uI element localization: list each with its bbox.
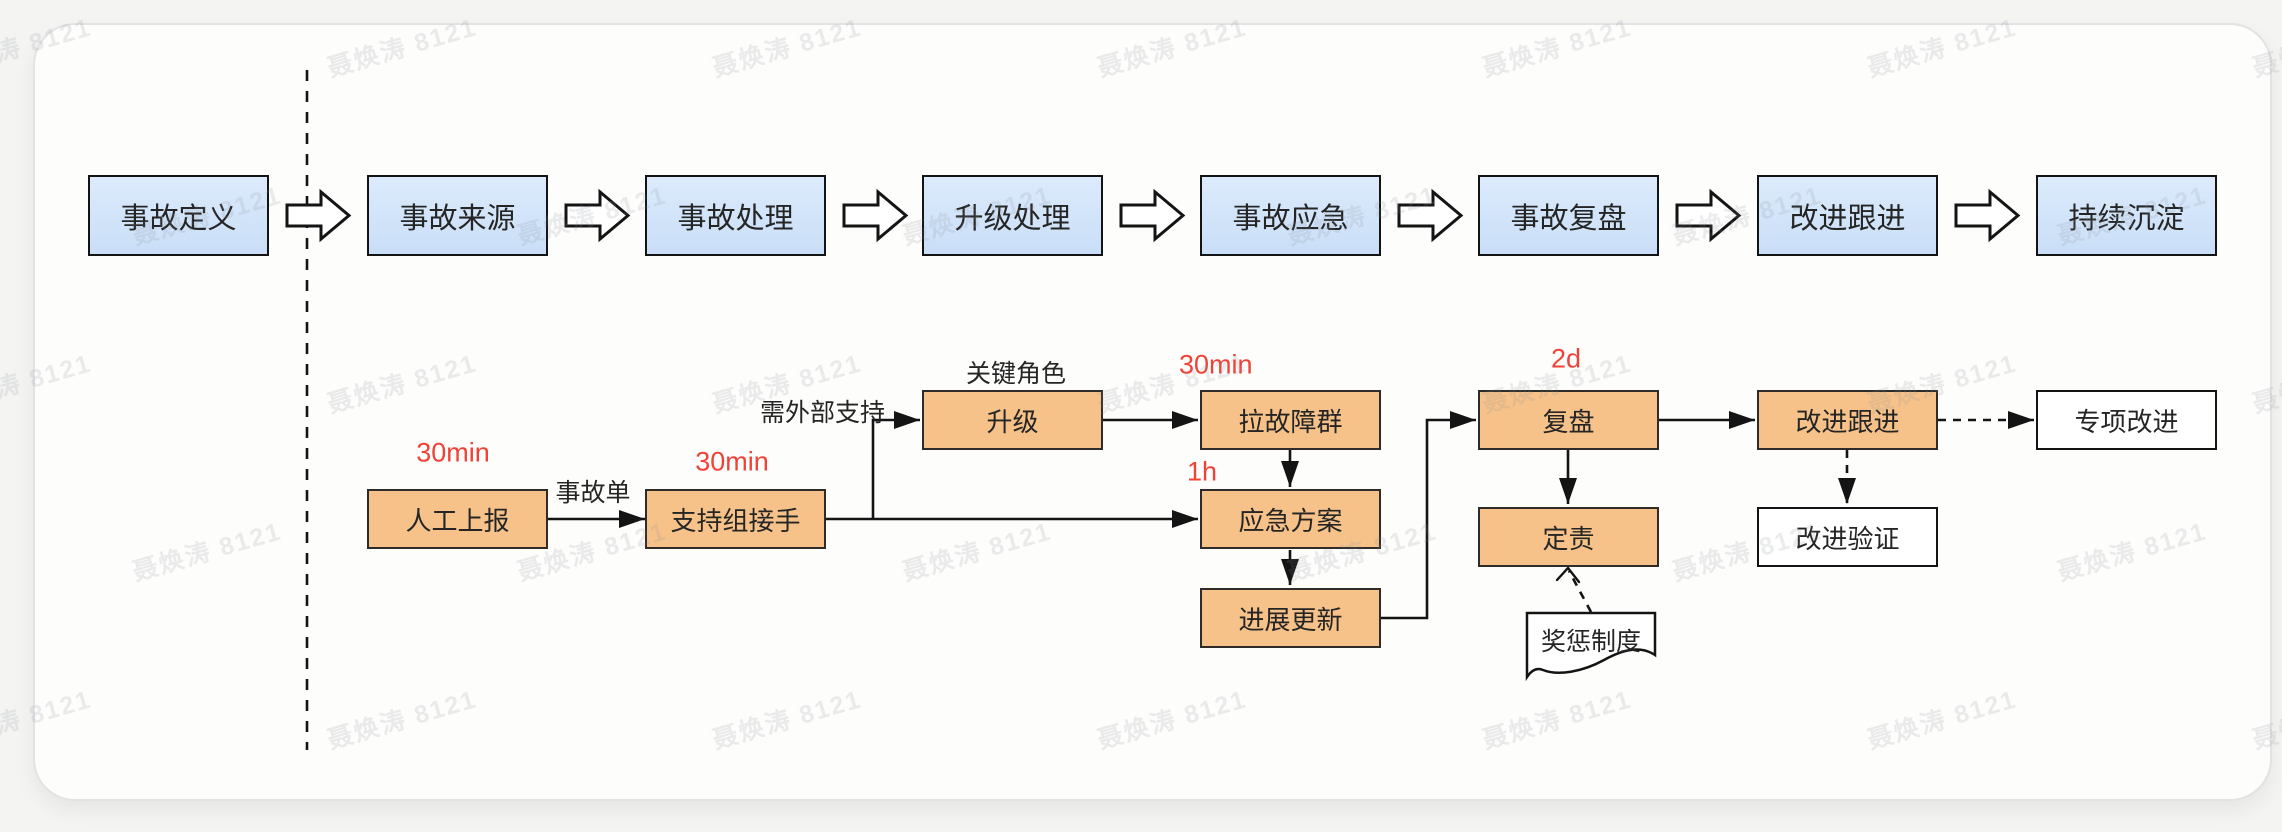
sla-support-takeover: 30min xyxy=(695,446,769,477)
stage-incident-emergency: 事故应急 xyxy=(1200,175,1381,256)
edge-label-key-role: 关键角色 xyxy=(965,360,1067,388)
sla-review: 2d xyxy=(1550,343,1582,374)
stage-incident-review: 事故复盘 xyxy=(1478,175,1659,256)
stage-continuous-accumulation: 持续沉淀 xyxy=(2036,175,2217,256)
edge-label-incident-ticket: 事故单 xyxy=(555,479,631,507)
node-manual-report: 人工上报 xyxy=(367,489,548,549)
node-review: 复盘 xyxy=(1478,390,1659,450)
stage-escalation-handling: 升级处理 xyxy=(922,175,1103,256)
node-progress-update: 进展更新 xyxy=(1200,588,1381,648)
sla-manual-report: 30min xyxy=(416,437,490,468)
node-support-takeover: 支持组接手 xyxy=(645,489,826,549)
node-special-improvement: 专项改进 xyxy=(2036,390,2217,450)
stage-improvement-followup: 改进跟进 xyxy=(1757,175,1938,256)
node-escalate: 升级 xyxy=(922,390,1103,450)
node-improvement-followup: 改进跟进 xyxy=(1757,390,1938,450)
node-create-incident-group: 拉故障群 xyxy=(1200,390,1381,450)
node-improvement-verification: 改进验证 xyxy=(1757,507,1938,567)
node-reward-punishment-policy: 奖惩制度 xyxy=(1540,628,1642,656)
node-assign-responsibility: 定责 xyxy=(1478,507,1659,567)
node-emergency-plan: 应急方案 xyxy=(1200,489,1381,549)
stage-incident-source: 事故来源 xyxy=(367,175,548,256)
sla-create-incident-group: 30min xyxy=(1179,349,1253,380)
stage-incident-definition: 事故定义 xyxy=(88,175,269,256)
edge-label-need-external-support: 需外部支持 xyxy=(759,399,885,427)
stage-incident-handling: 事故处理 xyxy=(645,175,826,256)
sla-emergency-plan: 1h xyxy=(1187,456,1218,487)
